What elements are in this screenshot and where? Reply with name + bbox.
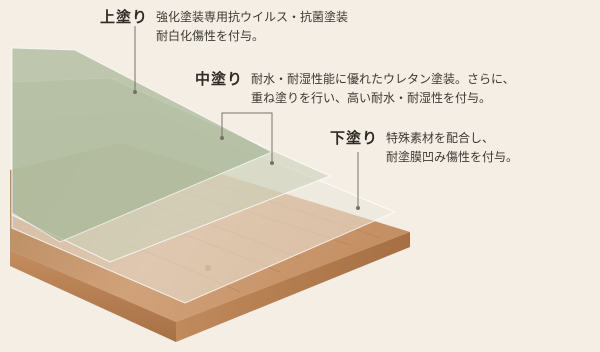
bottom-coat-label: 下塗り 特殊素材を配合し、 耐塗膜凹み傷性を付与。 <box>330 129 518 167</box>
wood-board-front-edge <box>10 250 176 342</box>
bottom-coat-description: 特殊素材を配合し、 耐塗膜凹み傷性を付与。 <box>386 129 518 167</box>
middle-coat-label: 中塗り 耐水・耐湿性能に優れたウレタン塗装。さらに、 重ね塗りを行い、高い耐水・… <box>195 70 515 108</box>
middle-coat-desc-line: 耐水・耐湿性能に優れたウレタン塗装。さらに、 <box>251 72 515 86</box>
middle-coat-description: 耐水・耐湿性能に優れたウレタン塗装。さらに、 重ね塗りを行い、高い耐水・耐湿性を… <box>251 70 515 108</box>
middle-coat-leader-dot-left <box>220 136 224 140</box>
top-coat-desc-line: 耐白化傷性を付与。 <box>156 29 265 43</box>
bottom-coat-title: 下塗り <box>330 129 379 147</box>
bottom-coat-leader-dot <box>356 206 360 210</box>
top-coat-label: 上塗り 強化塗装専用抗ウイルス・抗菌塗装 耐白化傷性を付与。 <box>100 8 348 46</box>
top-coat-film <box>11 47 274 243</box>
bottom-coat-desc-line: 特殊素材を配合し、 <box>386 131 495 145</box>
middle-coat-title: 中塗り <box>195 70 244 88</box>
middle-coat-leader-dot-right <box>270 161 274 165</box>
top-coat-description: 強化塗装専用抗ウイルス・抗菌塗装 耐白化傷性を付与。 <box>156 8 348 46</box>
top-coat-leader-dot <box>133 90 137 94</box>
middle-coat-leader-line <box>221 112 273 163</box>
wood-board-side-edge <box>176 232 410 342</box>
top-coat-title: 上塗り <box>100 8 149 26</box>
bottom-coat-desc-line: 耐塗膜凹み傷性を付与。 <box>386 150 519 164</box>
top-coat-desc-line: 強化塗装専用抗ウイルス・抗菌塗装 <box>156 10 349 24</box>
middle-coat-desc-line: 重ね塗りを行い、高い耐水・耐湿性を付与。 <box>251 91 492 105</box>
